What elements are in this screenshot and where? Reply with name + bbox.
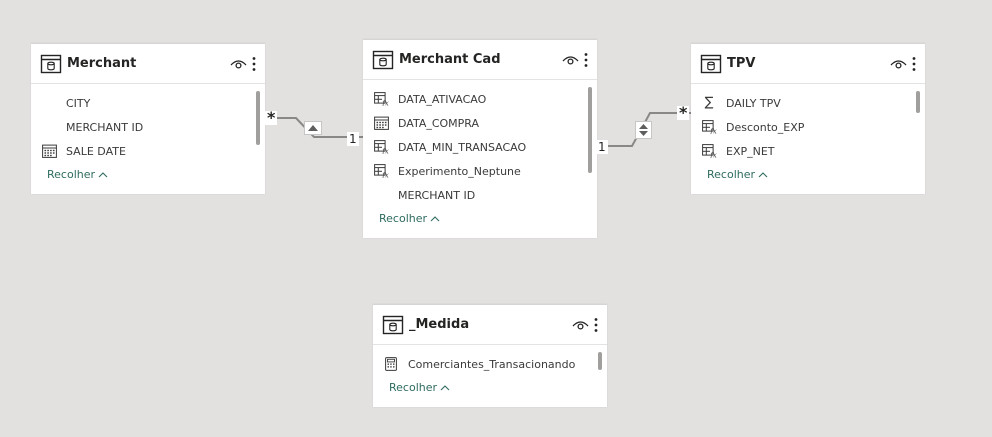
field-row[interactable]: MERCHANT ID [31, 115, 265, 139]
table-card-tpv[interactable]: TPV ∑ DAILY TPV [691, 43, 925, 194]
table-card-merchant-cad[interactable]: Merchant Cad fx [363, 39, 597, 238]
collapse-link[interactable]: Recolher [691, 163, 925, 185]
more-options-icon[interactable] [251, 56, 257, 72]
field-row[interactable]: fx Desconto_EXP [691, 115, 925, 139]
field-type-icon [41, 120, 57, 134]
collapse-label: Recolher [379, 211, 428, 225]
chevron-up-icon [98, 171, 108, 177]
chevron-up-icon [440, 384, 450, 390]
svg-text:fx: fx [381, 148, 389, 154]
collapse-label: Recolher [707, 167, 756, 181]
calendar-icon [373, 116, 389, 130]
table-header[interactable]: Merchant [31, 44, 265, 84]
calc-column-icon: fx [373, 164, 389, 178]
field-row[interactable]: SALE DATE [31, 139, 265, 163]
cardinality-one: 1 [596, 140, 608, 154]
field-row[interactable]: MERCHANT ID [363, 183, 597, 207]
field-row[interactable]: fx DATA_ATIVACAO [363, 87, 597, 111]
svg-text:fx: fx [709, 128, 717, 134]
scrollbar[interactable] [916, 91, 920, 113]
cardinality-many: * [265, 108, 278, 127]
table-icon [40, 54, 62, 73]
chevron-up-icon [430, 215, 440, 221]
collapse-label: Recolher [389, 380, 438, 394]
field-label: DATA_COMPRA [398, 116, 480, 130]
more-options-icon[interactable] [593, 317, 599, 333]
svg-text:fx: fx [381, 100, 389, 106]
field-label: MERCHANT ID [398, 188, 476, 202]
filter-direction-single[interactable] [304, 121, 322, 135]
field-list: fx DATA_ATIVACAO [363, 80, 597, 229]
field-row[interactable]: CITY [31, 91, 265, 115]
table-header[interactable]: Merchant Cad [363, 40, 597, 80]
sigma-icon: ∑ [704, 95, 714, 110]
field-list: CITY MERCHANT ID [31, 84, 265, 185]
eye-icon[interactable] [572, 319, 589, 331]
table-card-merchant[interactable]: Merchant CITY MERCHANT ID [31, 43, 265, 194]
collapse-link[interactable]: Recolher [373, 376, 607, 398]
table-icon [700, 54, 722, 73]
eye-icon[interactable] [230, 58, 247, 70]
table-header[interactable]: _Medida [373, 305, 607, 345]
eye-icon[interactable] [562, 54, 579, 66]
field-list: Comerciantes_Transacionando Recolher [373, 345, 607, 398]
field-label: Experimento_Neptune [398, 164, 521, 178]
table-title: TPV [727, 56, 756, 71]
field-row[interactable]: DATA_COMPRA [363, 111, 597, 135]
field-label: DAILY TPV [726, 96, 781, 110]
field-label: EXP_NET [726, 144, 775, 158]
table-icon [372, 50, 394, 69]
field-label: Desconto_EXP [726, 120, 805, 134]
svg-text:fx: fx [709, 152, 717, 158]
calc-column-icon: fx [701, 120, 717, 134]
field-list: ∑ DAILY TPV fx Desconto_EXP [691, 84, 925, 185]
more-options-icon[interactable] [583, 52, 589, 68]
field-row[interactable]: fx EXP_NET [691, 139, 925, 163]
table-header[interactable]: TPV [691, 44, 925, 84]
svg-text:fx: fx [381, 172, 389, 178]
cardinality-one: 1 [347, 132, 359, 146]
field-type-icon [41, 96, 57, 110]
field-label: DATA_MIN_TRANSACAO [398, 140, 527, 154]
table-icon [382, 315, 404, 334]
table-title: _Medida [409, 317, 470, 332]
field-label: CITY [66, 96, 91, 110]
field-row[interactable]: ∑ DAILY TPV [691, 91, 925, 115]
field-label: Comerciantes_Transacionando [408, 357, 576, 371]
table-title: Merchant Cad [399, 52, 501, 67]
collapse-link[interactable]: Recolher [31, 163, 265, 185]
collapse-link[interactable]: Recolher [363, 207, 597, 229]
table-title: Merchant [67, 56, 137, 71]
calendar-icon [41, 144, 57, 158]
arrow-both-icon [639, 124, 648, 136]
field-label: MERCHANT ID [66, 120, 144, 134]
field-label: DATA_ATIVACAO [398, 92, 487, 106]
field-label: SALE DATE [66, 144, 126, 158]
scrollbar[interactable] [598, 352, 602, 370]
table-card-medida[interactable]: _Medida [373, 304, 607, 407]
eye-icon[interactable] [890, 58, 907, 70]
scrollbar[interactable] [588, 87, 592, 173]
scrollbar[interactable] [256, 91, 260, 145]
collapse-label: Recolher [47, 167, 96, 181]
filter-direction-both[interactable] [635, 121, 652, 139]
field-row[interactable]: fx Experimento_Neptune [363, 159, 597, 183]
arrow-up-icon [308, 125, 318, 131]
calc-column-icon: fx [373, 92, 389, 106]
field-type-icon [373, 188, 389, 202]
cardinality-many: * [677, 103, 690, 122]
calc-column-icon: fx [701, 144, 717, 158]
calc-column-icon: fx [373, 140, 389, 154]
chevron-up-icon [758, 171, 768, 177]
measure-calculator-icon [383, 357, 399, 371]
field-row[interactable]: fx DATA_MIN_TRANSACAO [363, 135, 597, 159]
field-row[interactable]: Comerciantes_Transacionando [373, 352, 607, 376]
more-options-icon[interactable] [911, 56, 917, 72]
